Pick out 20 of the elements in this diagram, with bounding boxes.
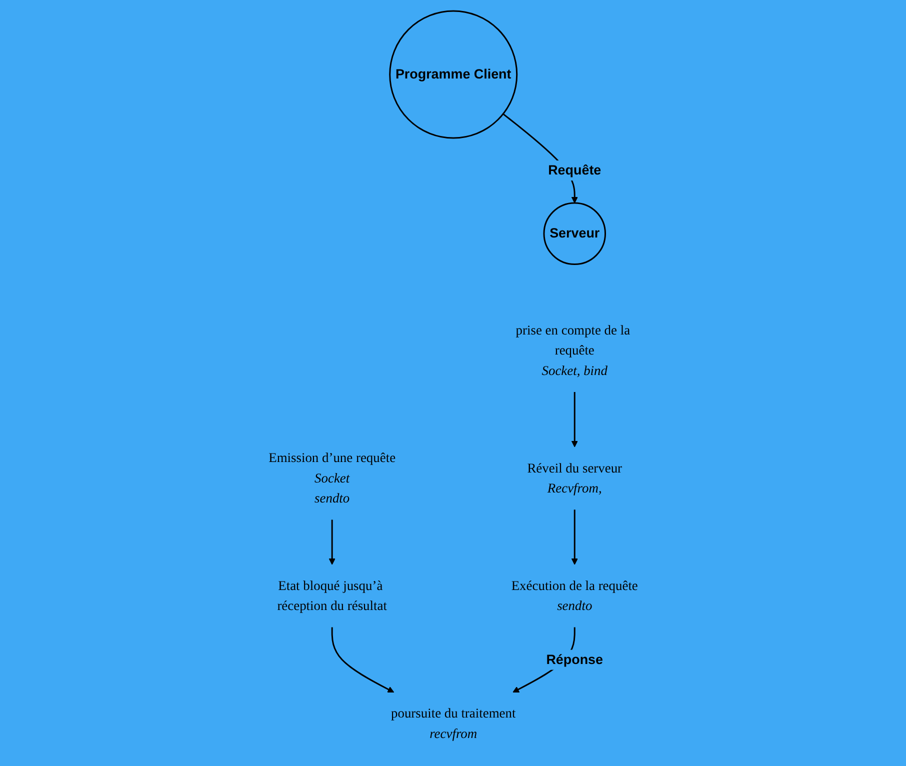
edge-label: Requête — [548, 162, 601, 178]
node-label: Recvfrom, — [547, 480, 602, 496]
node-text: poursuite du traitement — [390, 706, 516, 721]
node-text: Etat bloqué jusqu’à réception du résultat — [276, 578, 387, 614]
node-circle — [388, 10, 518, 139]
arrow — [328, 520, 335, 565]
node-text: Exécution de la requête — [510, 578, 638, 593]
node-text: Emission d’une requête — [268, 450, 396, 466]
edge-label: Réponse — [546, 652, 603, 667]
arrow — [330, 627, 394, 693]
node-label: Socket, bind — [541, 362, 608, 378]
node-label: sendto — [556, 598, 592, 614]
node-text: prise en compte de la requête — [515, 322, 630, 358]
arrow — [570, 392, 578, 448]
node-circle — [542, 202, 606, 265]
node-text: Réveil du serveur — [526, 460, 622, 476]
node-label: sendto — [314, 490, 350, 506]
arrow — [570, 510, 578, 565]
node-label: recvfrom — [429, 726, 477, 741]
node-label: Socket — [314, 470, 350, 486]
